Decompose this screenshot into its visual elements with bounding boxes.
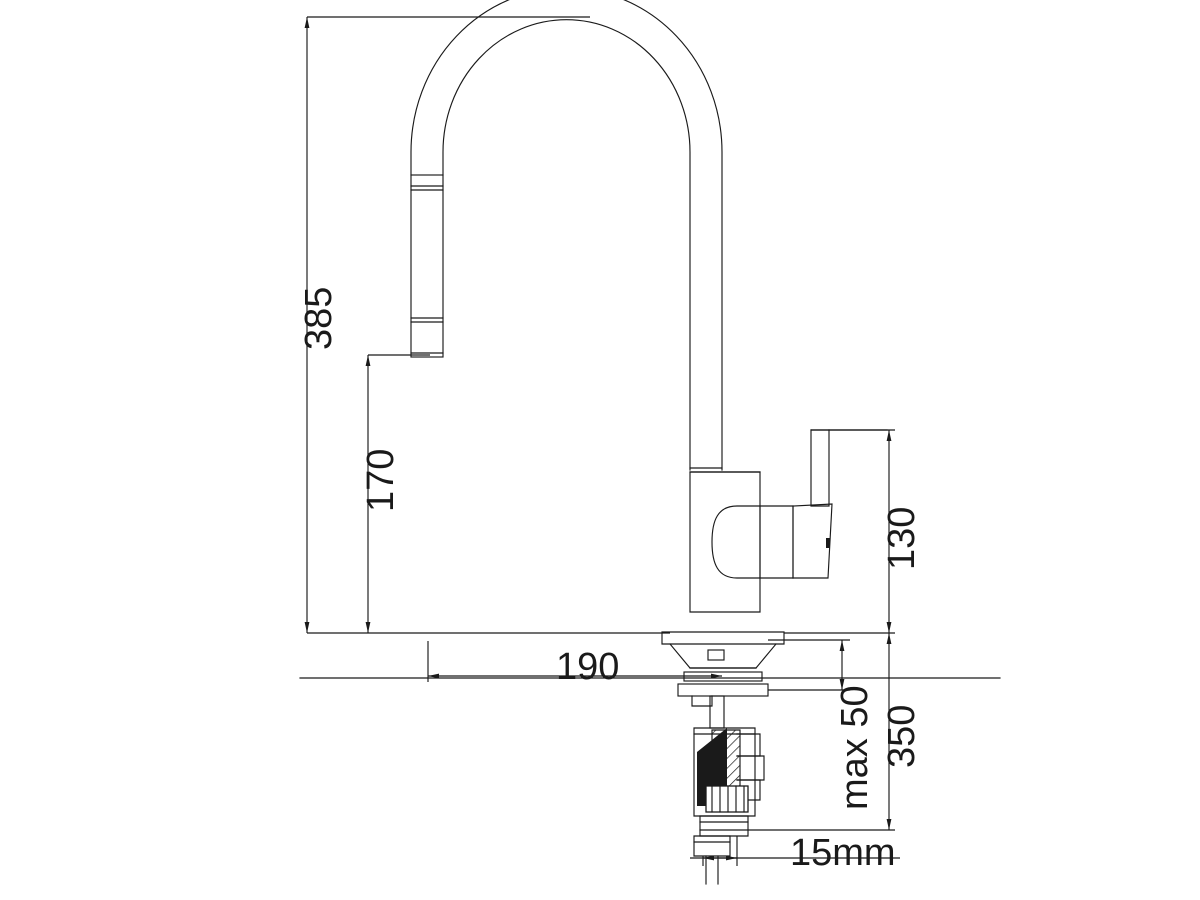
dimension-label-max-50: max 50 [834, 685, 876, 810]
dimension-190 [427, 641, 722, 682]
dimension-label-170: 170 [360, 448, 402, 512]
dimension-15mm [690, 836, 900, 866]
dimension-130 [784, 429, 895, 634]
lever-handle-assembly [711, 429, 888, 579]
dimension-label-385: 385 [298, 286, 340, 350]
dimension-label-130: 130 [881, 506, 923, 570]
dimension-label-190: 190 [556, 646, 620, 688]
dimension-350 [748, 633, 895, 831]
spout-gooseneck-outline [410, 0, 723, 471]
tap-body-column [689, 467, 761, 613]
base-escutcheon [299, 631, 1001, 707]
dimension-label-15mm: 15mm [790, 832, 896, 874]
dimension-max-50 [768, 639, 850, 691]
dimension-170 [365, 354, 430, 633]
pull-down-spray-head [410, 174, 444, 358]
dimension-385 [304, 16, 670, 634]
shank-and-hose-assembly [693, 695, 765, 885]
dimension-label-350: 350 [881, 704, 923, 768]
